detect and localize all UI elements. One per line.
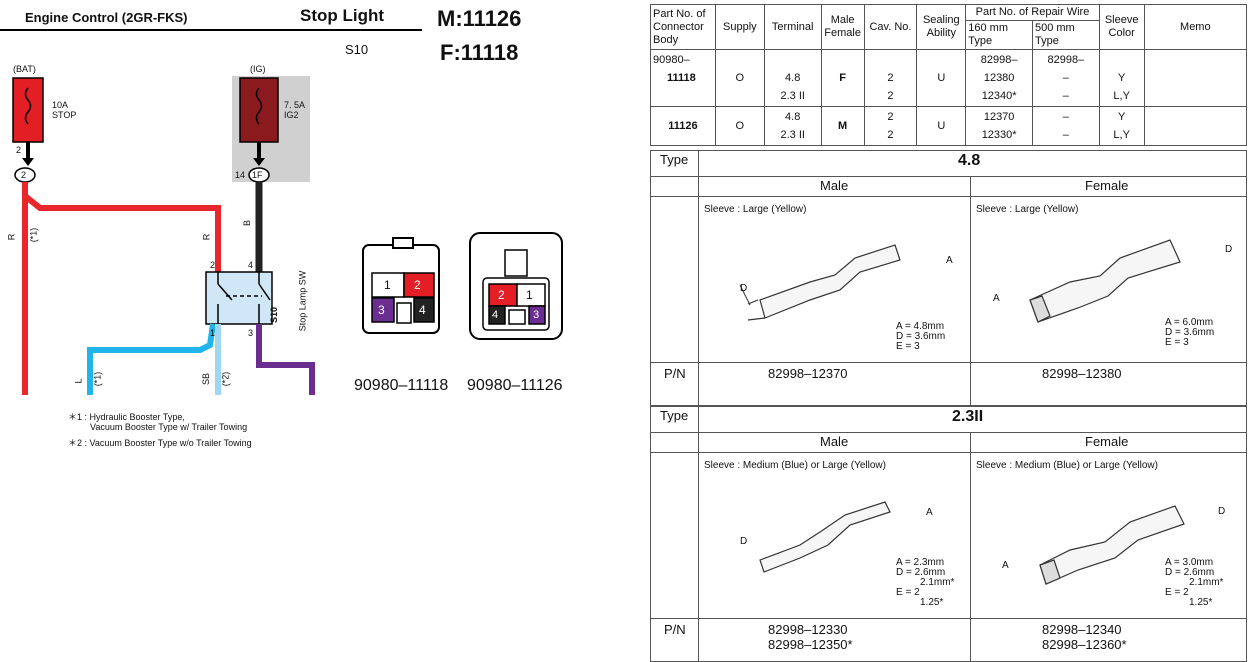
junction-stop: 2: [21, 170, 27, 180]
connector-11118-part: 90980–11118: [354, 377, 449, 394]
type-23-pn-label: P/N: [664, 622, 686, 637]
wire-r1-note: (*1): [28, 227, 39, 243]
wire-l-label: L: [73, 378, 84, 384]
fuse-stop-icon: [12, 77, 44, 143]
switch-code: S10: [269, 306, 280, 324]
type-48-label: Type: [660, 152, 689, 167]
fuse-ig2-source: (IG): [250, 64, 266, 74]
c11118-pin-3: 3: [378, 303, 385, 317]
wiring-diagram: Engine Control (2GR-FKS) Stop Light M:11…: [0, 6, 563, 448]
type-23-section: [650, 406, 1247, 662]
note-1: ＊1 : Hydraulic Booster Type,: [68, 412, 185, 422]
wire-r2-label: R: [201, 233, 212, 241]
type-23-label: Type: [660, 408, 689, 423]
type-48-female-sleeve: Sleeve : Large (Yellow): [976, 204, 1079, 215]
junction-ig2: 1F: [252, 170, 263, 180]
fuse-ig2-rating: 7. 5A: [284, 100, 306, 110]
fuse-ig2-icon: [239, 77, 279, 143]
female-23-terminal-icon: [1039, 505, 1185, 585]
male-23-terminal-icon: [759, 501, 891, 573]
male-part-no: M:11126: [437, 6, 522, 31]
connector-11118-icon: [362, 237, 440, 334]
wire-b-label: B: [242, 219, 253, 227]
type-48-male-sleeve: Sleeve : Large (Yellow): [704, 204, 807, 215]
wire-sb-note: (*2): [220, 371, 231, 387]
fuse-ig2-name: IG2: [284, 110, 299, 120]
wire-sb-label: SB: [201, 372, 212, 386]
hdr-cav: Cav. No.: [863, 4, 918, 50]
type-48-name: 4.8: [958, 152, 981, 169]
wiring-svg: [0, 29, 563, 395]
terminal-drawings-svg: [739, 239, 1185, 585]
note-2: ＊2 : Vacuum Booster Type w/o Trailer Tow…: [68, 438, 252, 448]
c11126-pin-1: 1: [526, 288, 533, 302]
diagram-title: Stop Light: [300, 6, 385, 25]
fuse-stop-name: STOP: [52, 110, 77, 120]
fuse-stop-source: (BAT): [13, 64, 36, 74]
female-48-terminal-icon: [1029, 239, 1181, 323]
hdr-memo: Memo: [1143, 4, 1248, 50]
fuse-ig2-pin: 14: [235, 170, 246, 180]
male-48-terminal-icon: [739, 244, 901, 321]
switch-pin-4: 4: [248, 260, 254, 270]
c11118-pin-1: 1: [384, 278, 391, 292]
c11118-pin-4: 4: [419, 303, 426, 317]
system-name: Engine Control (2GR-FKS): [25, 10, 188, 25]
type-48-pn-label: P/N: [664, 366, 686, 381]
c11126-pin-2: 2: [498, 288, 505, 302]
female-part-no: F:11118: [440, 40, 519, 65]
type-48-male-pn: 82998–12370: [768, 366, 848, 381]
type-23-female-sleeve: Sleeve : Medium (Blue) or Large (Yellow): [976, 460, 1158, 471]
switch-pin-1: 1: [210, 328, 216, 338]
stop-lamp-switch-icon: [205, 271, 273, 325]
type-48-male: Male: [820, 178, 849, 193]
fuse-stop-rating: 10A: [52, 100, 69, 110]
type-48-section: [650, 150, 1247, 406]
type-48-female: Female: [1085, 178, 1129, 193]
fuse-stop-pin: 2: [16, 145, 22, 155]
c11118-pin-2: 2: [414, 278, 421, 292]
hdr-terminal: Terminal: [763, 4, 822, 50]
hdr-repair-wire: Part No. of Repair Wire: [965, 4, 1100, 21]
connector-11126-part: 90980–11126: [467, 377, 563, 394]
wire-l-note: (*1): [92, 371, 103, 387]
connector-11126-icon: [469, 232, 563, 340]
c11126-pin-3: 3: [533, 309, 540, 321]
type-48-female-pn: 82998–12380: [1042, 366, 1122, 381]
type-23-female: Female: [1085, 434, 1129, 449]
switch-name: Stop Lamp SW: [297, 270, 308, 332]
c11126-pin-4: 4: [492, 309, 499, 321]
hdr-supply: Supply: [714, 4, 765, 50]
type-23-male: Male: [820, 434, 849, 449]
wire-r1-label: R: [6, 233, 17, 241]
type-23-name: 2.3II: [952, 408, 984, 425]
connector-code: S10: [345, 42, 369, 57]
switch-pin-2: 2: [210, 260, 216, 270]
switch-pin-3: 3: [248, 328, 254, 338]
type-23-male-sleeve: Sleeve : Medium (Blue) or Large (Yellow): [704, 460, 886, 471]
note-1b: Vacuum Booster Type w/ Trailer Towing: [90, 422, 248, 432]
